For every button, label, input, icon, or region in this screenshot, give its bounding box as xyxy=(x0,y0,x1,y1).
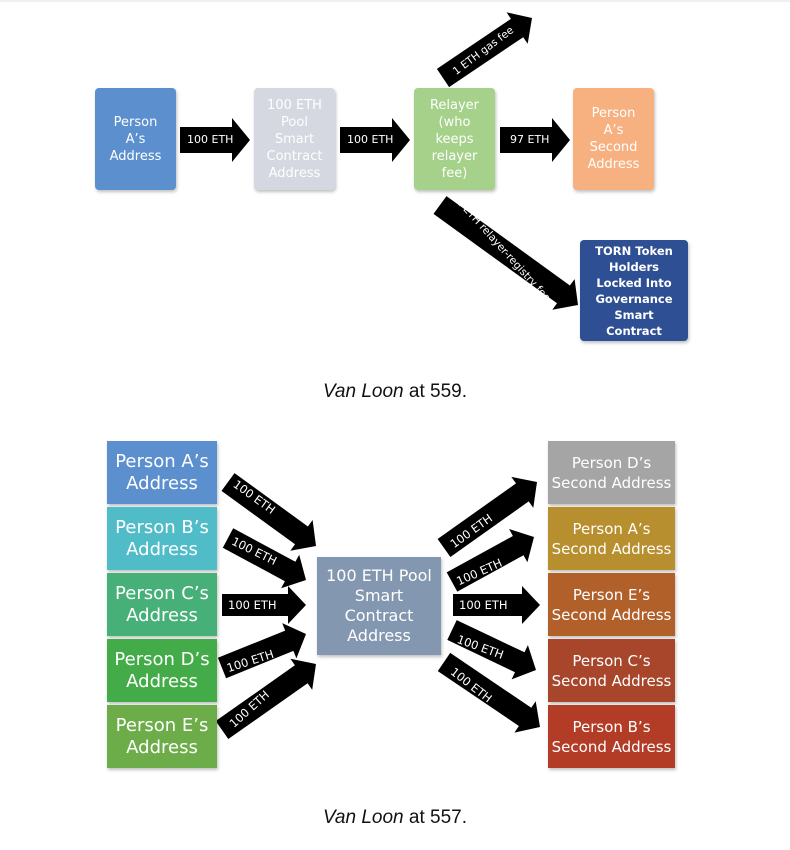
right-arrow-5 xyxy=(437,652,540,733)
caption-2-rest: at 557. xyxy=(403,807,468,828)
arrow-label-relayer-to-second: 97 ETH xyxy=(510,133,550,146)
left-arrow-4 xyxy=(217,623,306,679)
arrow-relayer-to-second xyxy=(500,118,570,162)
right-arrow-1 xyxy=(437,476,537,557)
right-box-person-a-second: Person A’s Second Address xyxy=(548,507,675,570)
right-arrow-3 xyxy=(453,586,540,624)
eth-pool-box-2: 100 ETH Pool Smart Contract Address xyxy=(317,557,441,655)
arrow-a-to-pool xyxy=(180,118,250,162)
left-box-person-c: Person C’s Address xyxy=(107,573,217,636)
arrow-label-a-to-pool: 100 ETH xyxy=(187,133,234,146)
person-a-second-address-box: Person A’s Second Address xyxy=(573,88,654,190)
top-divider xyxy=(0,0,790,2)
left-arrow-label-3: 100 ETH xyxy=(228,598,277,612)
right-arrow-label-3: 100 ETH xyxy=(459,598,508,612)
left-box-person-b: Person B’s Address xyxy=(107,507,217,570)
left-box-person-d: Person D’s Address xyxy=(107,639,217,702)
arrow-gas-fee xyxy=(436,12,532,88)
eth-pool-box: 100 ETH Pool Smart Contract Address xyxy=(254,88,335,190)
caption-1-rest: at 559. xyxy=(403,381,468,402)
caption-2-source: Van Loon xyxy=(322,807,404,828)
relayer-box: Relayer (who keeps relayer fee) xyxy=(414,88,495,190)
right-box-person-c-second: Person C’s Second Address xyxy=(548,639,675,702)
caption-1-source: Van Loon xyxy=(322,381,404,402)
arrow-pool-to-relayer xyxy=(340,118,410,162)
right-box-person-d-second: Person D’s Second Address xyxy=(548,441,675,504)
right-arrow-2 xyxy=(446,529,534,592)
left-box-person-e: Person E’s Address xyxy=(107,705,217,768)
left-arrow-1 xyxy=(221,473,316,551)
left-arrow-2 xyxy=(222,528,306,589)
right-box-person-e-second: Person E’s Second Address xyxy=(548,573,675,636)
arrow-label-pool-to-relayer: 100 ETH xyxy=(347,133,394,146)
left-arrow-3 xyxy=(222,586,306,624)
figure-1-caption: Van Loon at 559. xyxy=(0,381,790,403)
person-a-address-box: Person A’s Address xyxy=(95,88,176,190)
right-arrow-4 xyxy=(447,620,536,680)
figure-2-caption: Van Loon at 557. xyxy=(0,807,790,829)
torn-governance-box: TORN Token Holders Locked Into Governanc… xyxy=(580,240,688,341)
left-arrow-5 xyxy=(215,658,316,739)
arrow-registry-fee xyxy=(433,196,578,310)
right-box-person-b-second: Person B’s Second Address xyxy=(548,705,675,768)
left-box-person-a: Person A’s Address xyxy=(107,441,217,504)
